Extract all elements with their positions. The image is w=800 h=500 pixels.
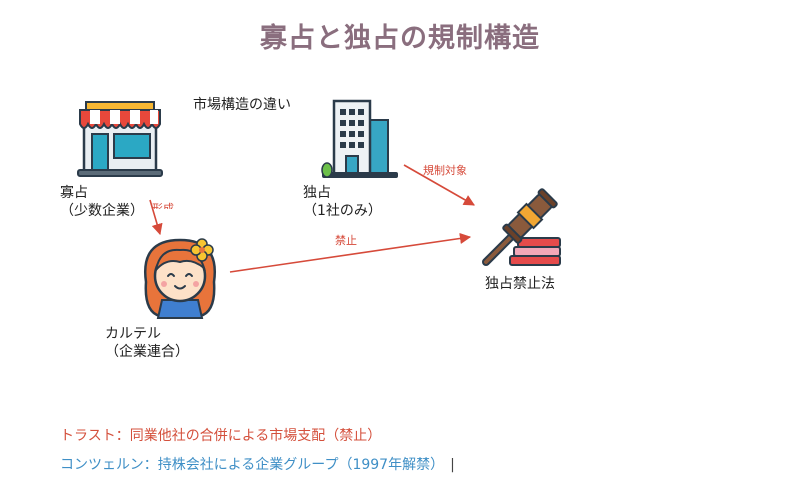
edge-arrow-formation [149,199,163,236]
node-cartel-subtitle: （企業連合） [105,344,189,360]
office-building-icon [321,99,398,178]
node-monopoly-title: 独占 [303,185,331,201]
gavel-books-icon [482,188,561,266]
edge-arrow-prohibition [229,232,472,273]
note-trust: トラスト：同業他社の合併による市場支配（禁止） [60,428,382,444]
node-cartel-label: カルテル （企業連合） [105,325,189,361]
node-antimonopoly-label: 独占禁止法 [485,275,555,293]
text-cursor: | [450,457,455,473]
edge-label-formation: 形成 [152,202,174,209]
edge-label-prohibition: 禁止 [335,234,357,247]
node-oligopoly-title: 寡占 [60,185,88,201]
girl-face-icon [143,238,217,319]
diagram-title: 寡占と独占の規制構造 [260,23,540,54]
node-antimonopoly-title: 独占禁止法 [485,276,555,292]
section-heading: 市場構造の違い [193,97,291,113]
edge-label-regulation: 規制対象 [423,164,467,177]
node-oligopoly-subtitle: （少数企業） [60,203,144,219]
node-cartel-title: カルテル [105,326,161,342]
storefront-icon [77,101,163,177]
note-konzern: コンツェルン：持株会社による企業グループ（1997年解禁） | [60,454,455,474]
node-monopoly-subtitle: （1社のみ） [303,203,382,219]
edge-arrow-regulation [403,164,475,206]
node-oligopoly-label: 寡占 （少数企業） [60,184,144,220]
node-monopoly-label: 独占 （1社のみ） [303,184,382,220]
note-konzern-text: コンツェルン：持株会社による企業グループ（1997年解禁） [60,457,445,473]
